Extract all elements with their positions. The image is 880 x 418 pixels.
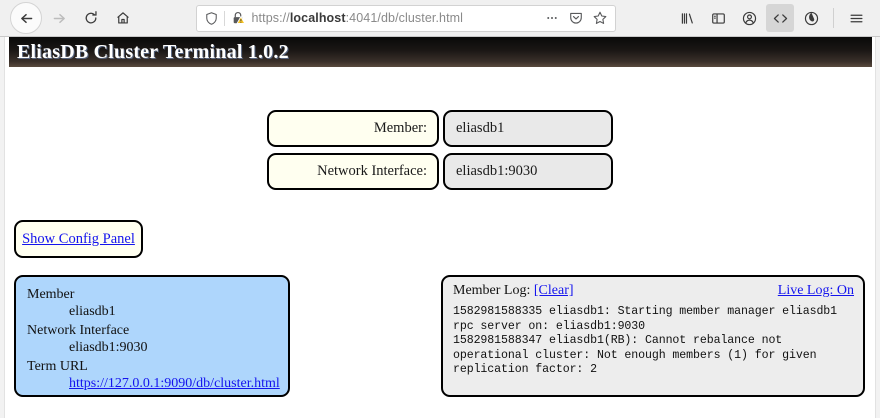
term-url-link[interactable]: https://127.0.0.1:9090/db/cluster.html (69, 376, 280, 391)
code-brackets-icon[interactable] (766, 4, 794, 32)
page-left-edge-strip (0, 37, 5, 418)
app-header: EliasDB Cluster Terminal 1.0.2 (9, 37, 872, 67)
page-right-edge-strip (875, 37, 880, 418)
show-config-panel-button[interactable]: Show Config Panel (14, 220, 143, 258)
address-bar[interactable]: https://localhost:4041/db/cluster.html (195, 4, 616, 32)
page-title: EliasDB Cluster Terminal 1.0.2 (17, 40, 289, 63)
library-icon[interactable] (673, 4, 701, 32)
field-row-network-interface: Network Interface: eliasdb1:9030 (267, 153, 613, 190)
urlbar-actions (541, 8, 611, 28)
browser-toolbar: https://localhost:4041/db/cluster.html (0, 0, 880, 37)
field-row-member: Member: eliasdb1 (267, 110, 613, 147)
info-value-network-interface: eliasdb1:9030 (69, 340, 148, 355)
urlbar-container: https://localhost:4041/db/cluster.html (138, 4, 673, 32)
member-log-panel: Member Log: [Clear] Live Log: On 1582981… (441, 275, 865, 397)
url-text[interactable]: https://localhost:4041/db/cluster.html (248, 11, 541, 25)
url-host: localhost (289, 11, 346, 25)
home-icon (115, 10, 131, 26)
info-key-network-interface: Network Interface (27, 323, 130, 338)
page-body: Member: eliasdb1 Network Interface: elia… (0, 67, 880, 418)
clear-log-link[interactable]: [Clear] (533, 283, 574, 298)
member-log-text: 1582981588335 eliasdb1: Starting member … (453, 305, 838, 377)
member-info-panel: Member eliasdb1 Network Interface eliasd… (14, 275, 290, 397)
browser-actions (673, 4, 870, 32)
member-log-header: Member Log: [Clear] Live Log: On (453, 283, 854, 299)
url-path: :4041/db/cluster.html (345, 11, 464, 25)
hamburger-menu-icon[interactable] (842, 4, 870, 32)
reload-button[interactable] (76, 3, 106, 33)
toolbar-divider (833, 8, 834, 28)
info-value-term-url: https://127.0.0.1:9090/db/cluster.html (27, 375, 280, 392)
live-log-toggle-group: Live Log: On (778, 283, 854, 299)
urlbar-divider (223, 10, 225, 26)
forward-button (44, 3, 74, 33)
back-arrow-icon (18, 10, 35, 27)
sidebar-icon[interactable] (704, 4, 732, 32)
member-log-title-group: Member Log: [Clear] (453, 283, 574, 299)
page-viewport: EliasDB Cluster Terminal 1.0.2 Member: e… (0, 37, 880, 418)
account-icon[interactable] (735, 4, 763, 32)
ellipsis-icon[interactable] (541, 8, 563, 28)
reload-icon (83, 10, 99, 26)
home-button[interactable] (108, 3, 138, 33)
member-value: eliasdb1 (443, 110, 613, 147)
insecure-lock-warning-icon[interactable] (228, 8, 248, 28)
member-label: Member: (267, 110, 439, 147)
live-log-toggle-link[interactable]: Live Log: On (777, 283, 854, 298)
url-scheme: https:// (251, 11, 290, 25)
member-log-title: Member Log: (453, 283, 531, 298)
network-interface-label: Network Interface: (267, 153, 439, 190)
back-button[interactable] (10, 2, 42, 34)
show-config-panel-link[interactable]: Show Config Panel (22, 230, 135, 247)
forward-arrow-icon (51, 10, 68, 27)
tracking-protection-shield-icon[interactable] (202, 8, 222, 28)
star-icon[interactable] (589, 8, 611, 28)
member-fields: Member: eliasdb1 Network Interface: elia… (267, 110, 613, 196)
info-key-member: Member (27, 287, 75, 302)
navigation-buttons (10, 2, 138, 34)
pocket-icon[interactable] (565, 8, 587, 28)
moon-reader-icon[interactable] (797, 4, 825, 32)
info-key-term-url: Term URL (27, 359, 88, 374)
info-value-member: eliasdb1 (69, 304, 116, 319)
network-interface-value: eliasdb1:9030 (443, 153, 613, 190)
